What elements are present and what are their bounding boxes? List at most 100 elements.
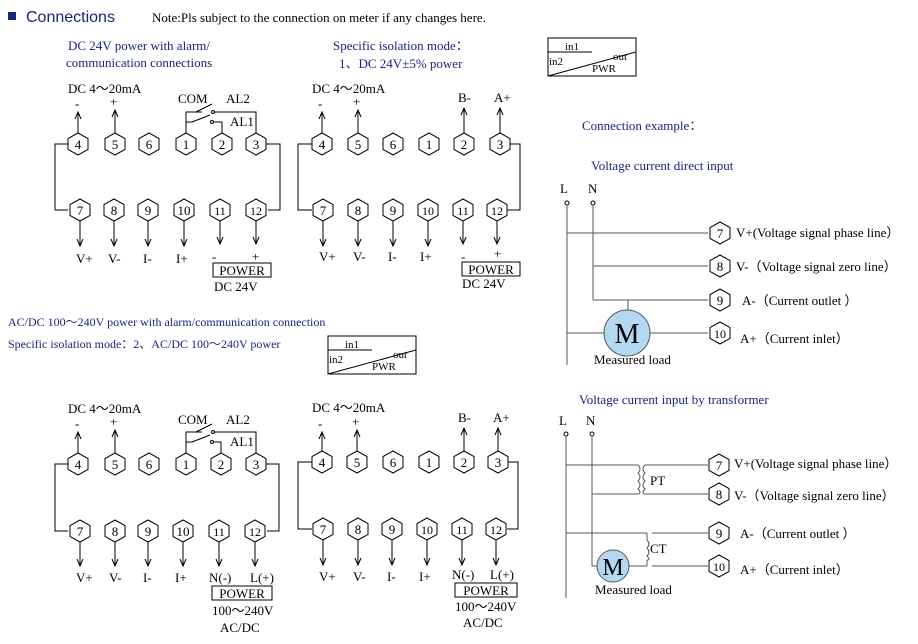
svg-text:DC 4～20mA: DC 4～20mA <box>68 401 142 416</box>
svg-text:9: 9 <box>390 203 397 218</box>
svg-text:out: out <box>613 51 627 63</box>
svg-text:-: - <box>212 249 216 264</box>
svg-text:-: - <box>318 96 322 111</box>
svg-text:+: + <box>352 414 359 429</box>
svg-text:7: 7 <box>77 203 84 218</box>
svg-text:4: 4 <box>319 137 326 152</box>
svg-text:V-: V- <box>108 251 121 266</box>
svg-text:5: 5 <box>354 455 361 470</box>
svg-text:POWER: POWER <box>219 586 265 601</box>
svg-text:L: L <box>559 413 567 428</box>
svg-text:11: 11 <box>457 204 469 218</box>
svg-text:2: 2 <box>219 137 226 152</box>
svg-text:POWER: POWER <box>219 263 265 278</box>
svg-text:8: 8 <box>717 259 724 274</box>
svg-text:A+: A+ <box>493 410 510 425</box>
panel-dc-alarm: DC 4～20mA - + COM AL2 AL1 4 5 6 1 2 3 7 … <box>54 81 281 294</box>
dc-heading-2: communication connections <box>66 55 212 70</box>
svg-text:10: 10 <box>713 560 725 574</box>
svg-text:-: - <box>75 96 79 111</box>
svg-text:I-: I- <box>388 249 397 264</box>
svg-text:AL2: AL2 <box>226 91 250 106</box>
svg-text:V-: V- <box>109 570 122 585</box>
svg-text:A+（Current inlet）: A+（Current inlet） <box>740 331 849 346</box>
svg-text:V+: V+ <box>76 570 93 585</box>
svg-text:10: 10 <box>422 204 434 218</box>
svg-text:3: 3 <box>253 457 260 472</box>
iso1-heading-2: 1、DC 24V±5% power <box>339 56 463 71</box>
svg-text:3: 3 <box>495 455 502 470</box>
svg-text:8: 8 <box>355 522 362 537</box>
svg-text:5: 5 <box>112 457 119 472</box>
svg-text:8: 8 <box>112 524 119 539</box>
svg-text:CT: CT <box>650 541 667 556</box>
svg-text:N: N <box>586 413 596 428</box>
iso1-heading-1: Specific isolation mode： <box>333 38 469 53</box>
svg-text:B-: B- <box>458 90 471 105</box>
svg-text:2: 2 <box>218 457 225 472</box>
svg-text:N(-): N(-) <box>209 570 231 585</box>
svg-text:Measured load: Measured load <box>595 582 672 597</box>
svg-text:1: 1 <box>183 137 190 152</box>
svg-text:6: 6 <box>146 137 153 152</box>
svg-text:4: 4 <box>75 457 82 472</box>
svg-text:6: 6 <box>146 457 153 472</box>
svg-text:7: 7 <box>320 203 327 218</box>
svg-text:V+: V+ <box>76 251 93 266</box>
svg-text:9: 9 <box>717 293 724 308</box>
direct-title: Voltage current direct input <box>591 158 734 173</box>
svg-text:2: 2 <box>461 455 468 470</box>
svg-text:V+: V+ <box>319 569 336 584</box>
svg-text:12: 12 <box>491 204 503 218</box>
svg-text:V-（Voltage signal zero line）: V-（Voltage signal zero line） <box>736 259 897 274</box>
isolation-box-2: in1 in2 out PWR <box>327 335 417 375</box>
svg-text:L(+): L(+) <box>250 570 274 585</box>
svg-text:4: 4 <box>75 137 82 152</box>
motor-icon <box>596 549 630 583</box>
svg-text:AC/DC: AC/DC <box>463 615 503 630</box>
svg-text:A-（Current outlet ）: A-（Current outlet ） <box>742 293 858 308</box>
svg-text:1: 1 <box>183 457 190 472</box>
panel-dc-isolated: DC 4～20mA - + B- A+ 4 5 6 1 2 3 7 8 9 10… <box>297 81 521 291</box>
svg-text:A+: A+ <box>494 90 511 105</box>
svg-text:M: M <box>602 555 623 581</box>
svg-text:in2: in2 <box>549 56 563 68</box>
svg-text:5: 5 <box>355 137 362 152</box>
svg-text:7: 7 <box>716 458 723 473</box>
svg-text:V-: V- <box>353 569 366 584</box>
svg-text:3: 3 <box>497 137 504 152</box>
svg-text:9: 9 <box>716 526 723 541</box>
svg-text:N(-): N(-) <box>452 567 474 582</box>
svg-text:10: 10 <box>177 524 190 539</box>
svg-text:6: 6 <box>390 137 397 152</box>
svg-text:I+: I+ <box>176 251 188 266</box>
motor-icon <box>603 309 651 357</box>
svg-text:L(+): L(+) <box>490 567 514 582</box>
svg-text:9: 9 <box>389 522 396 537</box>
svg-text:2: 2 <box>461 137 468 152</box>
svg-text:8: 8 <box>355 203 362 218</box>
svg-text:V-: V- <box>353 249 366 264</box>
svg-text:I-: I- <box>143 251 152 266</box>
direct-input-example: L N M Measured load 7 8 9 10 V+(Voltage … <box>560 181 899 367</box>
svg-text:11: 11 <box>213 525 225 539</box>
svg-text:M: M <box>615 319 640 350</box>
svg-text:out: out <box>393 349 407 361</box>
transformer-title: Voltage current input by transformer <box>579 392 769 407</box>
svg-text:in1: in1 <box>565 41 579 53</box>
svg-text:COM: COM <box>178 91 208 106</box>
ac-heading-2: Specific isolation mode：2、AC/DC 100～240V… <box>8 337 280 351</box>
svg-text:11: 11 <box>456 523 468 537</box>
svg-text:100～240V: 100～240V <box>212 603 274 618</box>
svg-text:COM: COM <box>178 412 208 427</box>
svg-text:AL1: AL1 <box>230 114 254 129</box>
svg-text:+: + <box>494 246 501 261</box>
svg-text:V-（Voltage signal zero line）: V-（Voltage signal zero line） <box>734 488 895 503</box>
svg-text:I+: I+ <box>419 569 431 584</box>
svg-text:I+: I+ <box>175 570 187 585</box>
svg-text:in1: in1 <box>345 339 359 351</box>
svg-text:DC 4～20mA: DC 4～20mA <box>312 400 386 415</box>
svg-text:POWER: POWER <box>463 583 509 598</box>
ac-heading-1: AC/DC 100～240V power with alarm/communic… <box>8 315 325 329</box>
